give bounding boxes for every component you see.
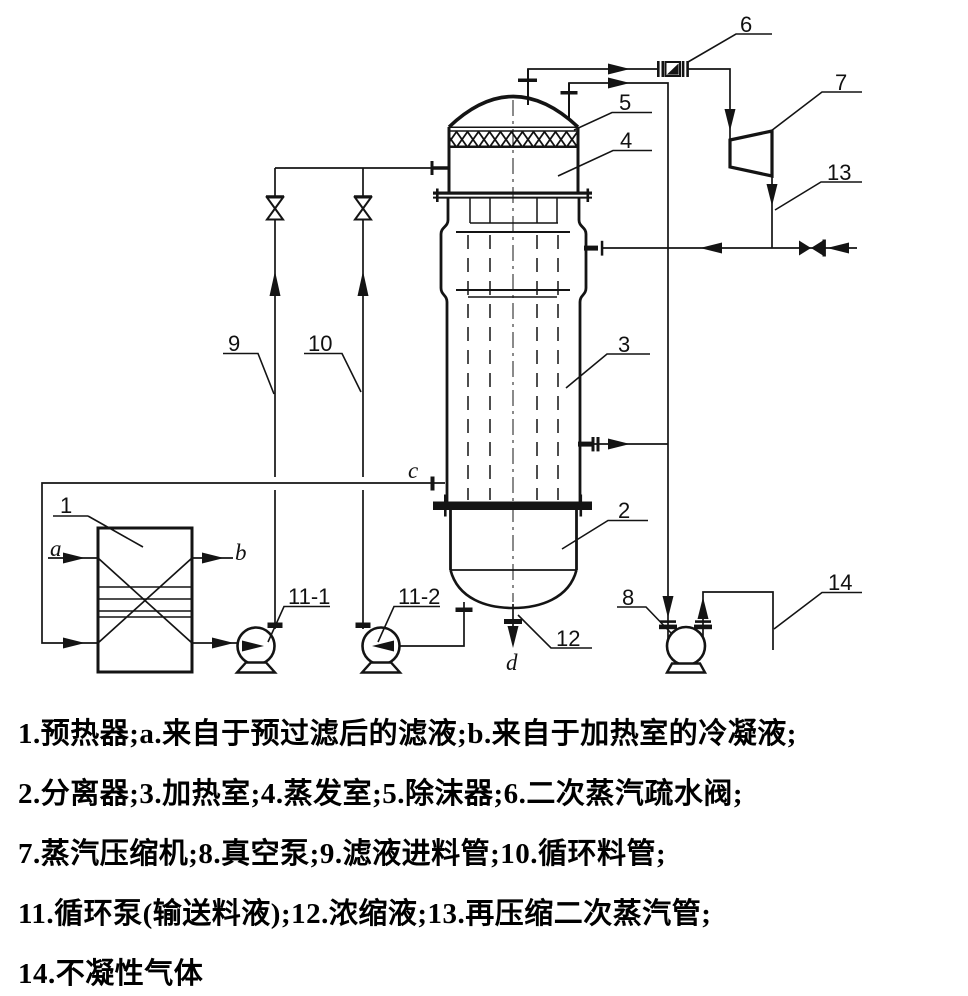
arrow-up (269, 271, 281, 296)
legend-line-2: 2.分离器;3.加热室;4.蒸发室;5.除沫器;6.二次蒸汽疏水阀; (18, 778, 744, 810)
vessel-nozzles (430, 69, 604, 624)
legend-line-3: 7.蒸汽压缩机;8.真空泵;9.滤液进料管;10.循环料管; (18, 838, 667, 870)
flow-arrows (63, 63, 849, 649)
leader-13 (774, 181, 862, 211)
leader-11-1 (267, 605, 330, 643)
preheater-shell (96, 526, 194, 674)
arrow-right (63, 637, 85, 649)
pump-11-2 (355, 622, 403, 674)
vapor-pipe-to-trap (527, 68, 658, 105)
leader-2 (561, 519, 648, 550)
leader-11-2 (377, 605, 440, 643)
vessel (430, 69, 604, 624)
separator-to-pump-pipe (400, 602, 465, 647)
leader-7 (770, 91, 862, 132)
arrow-right (63, 552, 85, 564)
vapor-pipe-to-vacuum-pump (568, 82, 669, 640)
label-8: 8 (622, 585, 634, 610)
arrow-up (357, 271, 369, 296)
leader-5 (573, 111, 652, 131)
trap-to-compressor-pipe (688, 68, 731, 140)
arrow-right (608, 438, 630, 450)
vacuum-pump-8 (659, 620, 712, 674)
compressor-7 (728, 129, 774, 178)
diagram-canvas: 1 2 3 4 5 6 7 8 9 10 11-1 11-2 12 13 14 … (41, 12, 862, 675)
arrow-up (697, 597, 709, 619)
arrow-left (700, 242, 722, 254)
legend-line-1: 1.预热器;a.来自于预过滤后的滤液;b.来自于加热室的冷凝液; (18, 718, 797, 750)
label-1: 1 (60, 493, 72, 518)
leader-3 (565, 353, 650, 389)
callout-labels: 1 2 3 4 5 6 7 8 9 10 11-1 11-2 12 13 14 … (50, 12, 852, 675)
port-label-d: d (506, 650, 518, 675)
separator-dished-bottom (449, 569, 578, 610)
label-3: 3 (618, 332, 630, 357)
label-13: 13 (827, 160, 851, 185)
arrow-left (827, 242, 849, 254)
leader-6 (687, 33, 772, 63)
label-2: 2 (618, 498, 630, 523)
steam-trap-valve-6 (657, 61, 689, 77)
demister-band (449, 126, 578, 149)
label-12: 12 (556, 626, 580, 651)
leader-9 (223, 352, 275, 395)
pump-11-1 (234, 622, 283, 674)
label-4: 4 (620, 128, 632, 153)
arrow-down (507, 626, 519, 648)
legend-line-4: 11.循环泵(输送料液);12.浓缩液;13.再压缩二次蒸汽管; (18, 898, 712, 930)
label-5: 5 (619, 90, 631, 115)
arrow-down (662, 596, 674, 618)
legend: 1.预热器;a.来自于预过滤后的滤液;b.来自于加热室的冷凝液; 2.分离器;3… (0, 704, 968, 996)
pump-flow-arrow (372, 640, 394, 652)
leader-12 (517, 614, 592, 649)
port-label-b: b (235, 540, 247, 565)
callout-leaders (53, 33, 862, 649)
arrow-right (212, 637, 234, 649)
label-10: 10 (308, 331, 332, 356)
arrow-right (608, 63, 630, 75)
leader-4 (557, 149, 652, 177)
label-14: 14 (828, 570, 852, 595)
label-7: 7 (835, 70, 847, 95)
leader-14 (773, 591, 862, 630)
port-label-a: a (50, 536, 62, 561)
label-11-2: 11-2 (398, 584, 440, 609)
arrow-down (724, 109, 736, 131)
leader-10 (304, 352, 362, 393)
vessel-dome (447, 94, 580, 129)
heating-chamber-wall-right (577, 198, 588, 502)
evaporation-chamber-walls (447, 127, 580, 192)
tube-stubs (469, 198, 558, 223)
gas-pipe-14 (702, 591, 774, 650)
heating-chamber-wall-left (439, 198, 450, 502)
preheater (96, 526, 194, 674)
preheater-cross (97, 557, 193, 644)
arrow-right (608, 77, 630, 89)
arrow-down (766, 184, 778, 206)
legend-line-5: 14.不凝性气体 (18, 958, 204, 990)
label-6: 6 (740, 12, 752, 37)
preheater-baffles (98, 586, 192, 618)
valve-line-10 (353, 195, 373, 221)
label-9: 9 (228, 331, 240, 356)
label-11-1: 11-1 (288, 584, 330, 609)
leader-1 (53, 515, 144, 548)
port-label-c: c (408, 458, 418, 483)
leader-8 (617, 606, 672, 634)
lower-tube-sheet (433, 494, 592, 517)
valve-line-9 (265, 195, 285, 221)
steam-supply-valve (799, 239, 826, 257)
pump-flow-arrow (242, 640, 264, 652)
arrow-right (202, 552, 224, 564)
